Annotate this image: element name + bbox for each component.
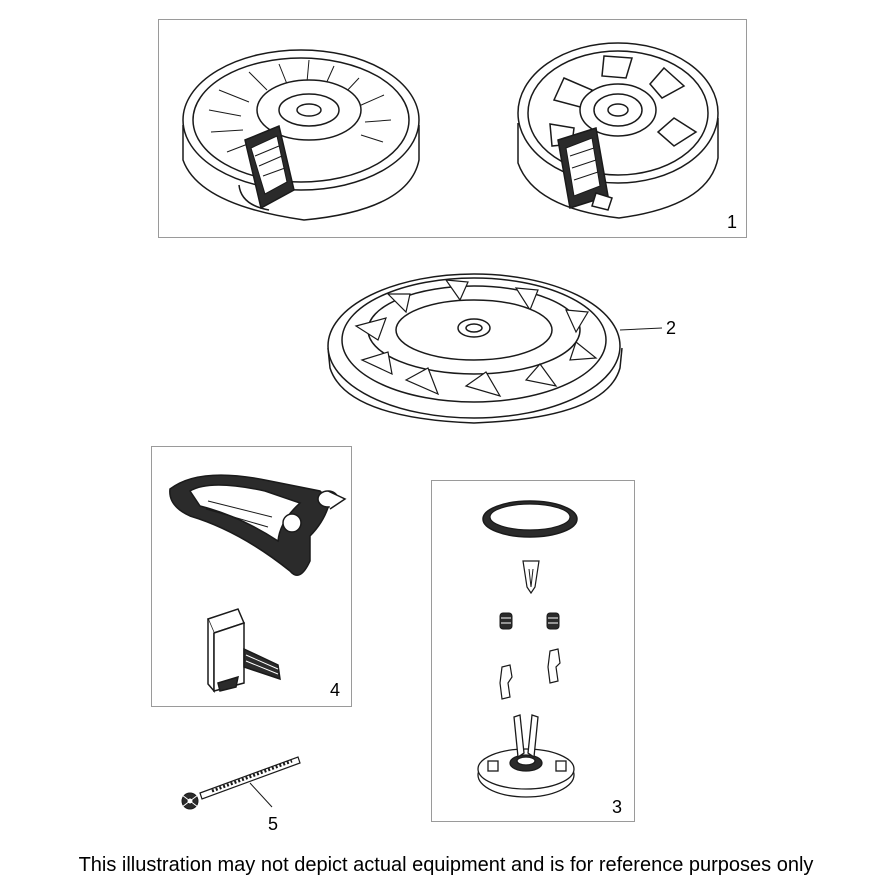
- starter-rope-handle: [169, 474, 347, 576]
- recoil-starter-assembly-b: [517, 42, 719, 219]
- part-3-callout: 3: [612, 797, 623, 817]
- pawl-spring-coil-right: [546, 612, 560, 630]
- handle-insert: [206, 608, 281, 694]
- part-4-callout: 4: [330, 680, 341, 700]
- part-4-panel: 4: [151, 446, 352, 707]
- retainer-ring: [482, 500, 578, 538]
- pawl-spring-coil-left: [499, 612, 513, 630]
- starter-pulley: [327, 273, 663, 424]
- pawl-retainer-base: [477, 714, 575, 798]
- disclaimer-text: This illustration may not depict actual …: [78, 854, 814, 876]
- pawl-left: [499, 664, 513, 700]
- cable-tie: [181, 756, 301, 810]
- part-1-panel: 1: [158, 19, 747, 238]
- part-1-callout: 1: [727, 212, 738, 232]
- pawl-spring: [522, 560, 540, 595]
- part-2-callout: 2: [666, 318, 677, 338]
- part-3-panel: 3: [431, 480, 635, 822]
- recoil-starter-assembly-a: [182, 49, 420, 221]
- pawl-right: [547, 648, 561, 684]
- part-5-callout: 5: [268, 814, 279, 834]
